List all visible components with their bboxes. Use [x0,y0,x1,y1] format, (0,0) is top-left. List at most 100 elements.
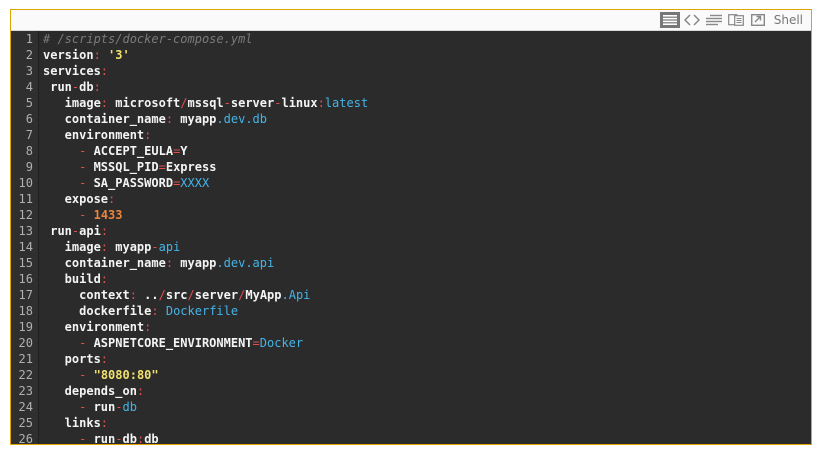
view-source-icon[interactable] [659,12,680,28]
code-line: 12 - 1433 [11,207,811,223]
code-token [43,400,79,414]
code-line: 17 context: ../src/server/MyApp.Api [11,287,811,303]
code-token: run [86,400,116,414]
code-token: container_name [43,256,166,270]
language-label: Shell [773,13,803,27]
line-number: 25 [18,416,33,430]
line-number: 3 [25,64,33,78]
code-text: image: myapp-api [41,239,181,255]
code-line: 5 image: microsoft/mssql-server-linux:la… [11,95,811,111]
code-token: run [86,432,116,445]
code-line: 24 - run-db [11,399,811,415]
code-token: .dev.db [216,112,267,126]
code-token: - [79,160,87,174]
code-token: : [100,272,109,286]
code-token: : [100,96,109,110]
code-text: expose: [41,191,116,207]
code-text: - run-db [41,399,137,415]
code-token: environment [43,128,145,142]
code-token: SA_PASSWORD [86,176,174,190]
code-token: : [108,192,116,206]
code-token: run [43,224,72,238]
line-number: 10 [18,176,33,190]
code-token: - [115,400,123,414]
code-token [43,160,79,174]
code-line: 25 links: [11,415,811,431]
code-token: mssql [187,96,224,110]
line-number: 21 [18,352,33,366]
code-token: 1433 [93,208,123,222]
code-line: 3 services: [11,63,811,79]
line-number: 22 [18,368,33,382]
code-brackets-icon[interactable] [682,12,702,28]
code-token: : [136,384,145,398]
code-token: - [115,432,123,445]
copy-icon[interactable] [726,12,746,28]
code-token: = [252,336,260,350]
line-number: 7 [25,128,33,142]
line-number: 13 [18,224,33,238]
code-token: : [144,128,152,142]
code-token: Docker [259,336,304,350]
line-number: 11 [18,192,33,206]
code-text: - 1433 [41,207,123,223]
code-token: = [173,176,181,190]
code-token: Y [180,144,188,158]
code-token: : [151,304,159,318]
code-text: - MSSQL_PID=Express [41,159,216,175]
code-token [43,432,79,444]
line-number: 1 [25,32,33,46]
code-token: myapp [108,240,152,254]
code-line: 11 expose: [11,191,811,207]
line-number: 5 [25,96,33,110]
line-number: 6 [25,112,33,126]
open-new-window-icon[interactable] [748,12,768,28]
line-number: 19 [18,320,33,334]
code-text: version: '3' [41,47,130,63]
code-token: : [100,416,109,430]
code-token: build [43,272,101,286]
line-number: 24 [18,400,33,414]
code-text: services: [41,63,108,79]
code-line: 26 - run-db:db [11,431,811,445]
code-token: : [165,112,174,126]
code-token: : [93,48,101,62]
line-number: 12 [18,208,33,222]
code-line: 23 depends_on: [11,383,811,399]
line-number: 20 [18,336,33,350]
wrap-lines-icon[interactable] [704,12,724,28]
code-token: dockerfile [43,304,152,318]
code-token: api [158,240,181,254]
code-line: 20 - ASPNETCORE_ENVIRONMENT=Docker [11,335,811,351]
code-token: : [93,80,101,94]
code-token: : [129,288,137,302]
code-text: container_name: myapp.dev.db [41,111,267,127]
code-token: links [43,416,101,430]
code-token: .dev.api [216,256,275,270]
code-token: services [43,64,101,78]
code-token: - [79,336,87,350]
code-line: 6 container_name: myapp.dev.db [11,111,811,127]
code-token: microsoft [108,96,181,110]
line-number: 14 [18,240,33,254]
code-token: api [79,224,101,238]
code-text: build: [41,271,108,287]
line-number: 17 [18,288,33,302]
code-token: container_name [43,112,166,126]
code-token: server [230,96,275,110]
code-text: run-api: [41,223,108,239]
code-token: - [79,208,87,222]
code-token: expose [43,192,109,206]
code-token: - [79,176,87,190]
code-line: 8 - ACCEPT_EULA=Y [11,143,811,159]
code-token: db [144,432,159,445]
line-number: 26 [18,432,33,445]
code-token: : [100,224,109,238]
code-token: : [317,96,325,110]
code-line: 10 - SA_PASSWORD=XXXX [11,175,811,191]
code-token: image [43,96,101,110]
line-number: 15 [18,256,33,270]
